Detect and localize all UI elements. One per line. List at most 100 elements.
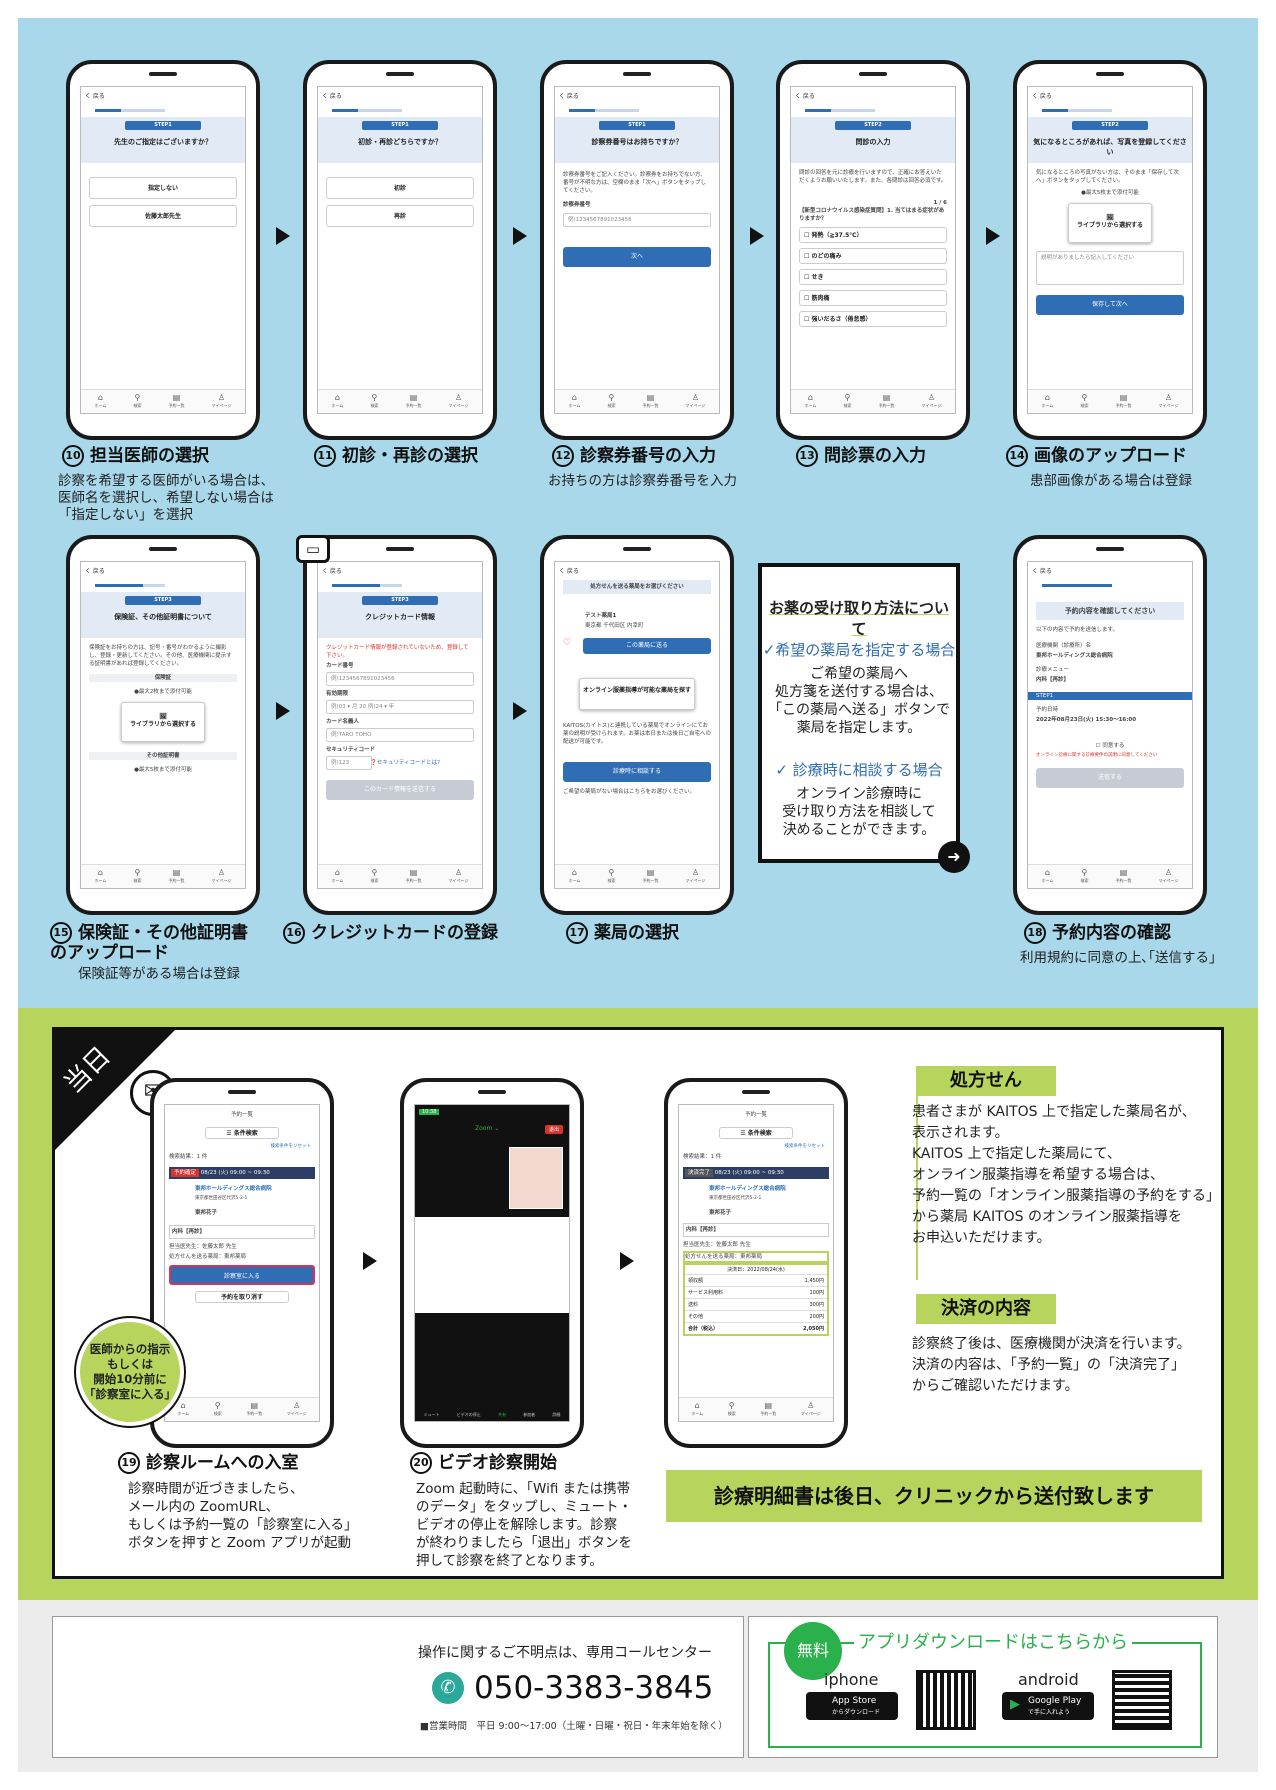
back-link[interactable]: く 戻る xyxy=(85,93,105,100)
cvc-help-link[interactable]: ❓セキュリティコードとは? xyxy=(370,760,440,766)
back-link[interactable]: く 戻る xyxy=(322,93,342,100)
description-textarea[interactable]: 説明がありましたら記入してください xyxy=(1036,251,1184,285)
nav-item-1[interactable]: ⚲検索 xyxy=(133,393,141,410)
send-card-button[interactable]: このカード情報を送信する xyxy=(326,780,474,800)
nav-item-1[interactable]: ⚲検索 xyxy=(607,868,615,885)
back-link[interactable]: く 戻る xyxy=(1032,568,1052,575)
leave-button[interactable]: 退出 xyxy=(544,1125,563,1134)
cardholder-input[interactable]: 例)TARO TOHO xyxy=(326,728,474,742)
checkbox-option[interactable]: ☐ のどの痛み xyxy=(799,248,947,264)
agree-checkbox[interactable]: ☐ 同意する xyxy=(1095,743,1125,749)
nav-item-0[interactable]: ⌂ホーム xyxy=(95,868,107,885)
nav-item-0[interactable]: ⌂ホーム xyxy=(332,393,344,410)
nav-item-1[interactable]: ⚲検索 xyxy=(370,868,378,885)
nav-item-3[interactable]: ♙マイページ xyxy=(686,393,706,410)
nav-item-2[interactable]: ▤予約一覧 xyxy=(169,393,185,410)
option-return-visit[interactable]: 再診 xyxy=(326,205,474,227)
online-pharmacy-search-button[interactable]: オンライン服薬指導が可能な薬局を探す xyxy=(579,678,695,710)
nav-item-2[interactable]: ▤予約一覧 xyxy=(643,868,659,885)
nav-item-2[interactable]: ▤予約一覧 xyxy=(406,393,422,410)
share-button[interactable]: 共有 xyxy=(497,1412,506,1417)
nav-item-2[interactable]: ▤予約一覧 xyxy=(760,1401,776,1418)
nav-item-0[interactable]: ⌂ホーム xyxy=(569,393,581,410)
video-stop-button[interactable]: ビデオの停止 xyxy=(456,1412,481,1417)
nav-item-1[interactable]: ⚲検索 xyxy=(370,393,378,410)
nav-item-1[interactable]: ⚲検索 xyxy=(133,868,141,885)
back-link[interactable]: く 戻る xyxy=(85,568,105,575)
nav-item-2[interactable]: ▤予約一覧 xyxy=(1116,393,1132,410)
filter-button[interactable]: ☰ 条件検索 xyxy=(719,1127,793,1139)
cvc-input[interactable]: 例)123 xyxy=(326,756,372,770)
submit-button[interactable]: 送信する xyxy=(1036,768,1184,788)
reset-link[interactable]: 検索条件をリセット xyxy=(784,1144,826,1149)
nav-item-3[interactable]: ♙マイページ xyxy=(212,393,232,410)
library-select-button[interactable]: 🖼ライブラリから選択する xyxy=(1068,203,1152,243)
nav-item-1[interactable]: ⚲検索 xyxy=(1080,393,1088,410)
nav-item-1[interactable]: ⚲検索 xyxy=(214,1401,222,1418)
save-next-button[interactable]: 保存して次へ xyxy=(1036,295,1184,315)
qr-code-android[interactable] xyxy=(1112,1670,1172,1730)
nav-item-0[interactable]: ⌂ホーム xyxy=(1042,868,1054,885)
nav-item-3[interactable]: ♙マイページ xyxy=(287,1401,307,1418)
nav-item-3[interactable]: ♙マイページ xyxy=(1159,393,1179,410)
enter-room-button[interactable]: 診察室に入る xyxy=(169,1265,315,1285)
back-link[interactable]: く 戻る xyxy=(322,568,342,575)
checkbox-option[interactable]: ☐ 強いだるさ（倦怠感） xyxy=(799,311,947,327)
nav-item-3[interactable]: ♙マイページ xyxy=(449,868,469,885)
nav-item-3[interactable]: ♙マイページ xyxy=(686,868,706,885)
cancel-reservation-button[interactable]: 予約を取り消す xyxy=(195,1291,289,1303)
back-link[interactable]: く 戻る xyxy=(559,568,579,575)
nav-item-0[interactable]: ⌂ホーム xyxy=(177,1401,189,1418)
send-to-pharmacy-button[interactable]: この薬局に送る xyxy=(583,638,711,654)
nav-item-2[interactable]: ▤予約一覧 xyxy=(406,868,422,885)
nav-item-0[interactable]: ⌂ホーム xyxy=(691,1401,703,1418)
reset-link[interactable]: 検索条件をリセット xyxy=(270,1144,312,1149)
footnote: ご希望の薬局がない場合はこちらをお選びください。 xyxy=(563,789,696,795)
arrow-right-icon: ➜ xyxy=(938,841,970,873)
option-no-preference[interactable]: 指定しない xyxy=(89,177,237,199)
more-button[interactable]: 詳細 xyxy=(552,1412,561,1417)
back-link[interactable]: く 戻る xyxy=(795,93,815,100)
nav-item-0[interactable]: ⌂ホーム xyxy=(1042,393,1054,410)
nav-item-3[interactable]: ♙マイページ xyxy=(449,393,469,410)
checkbox-option[interactable]: ☐ 発熱（≧37.5℃） xyxy=(799,227,947,243)
nav-item-1[interactable]: ⚲検索 xyxy=(843,393,851,410)
card-number-input[interactable]: 例)1234567891023456 xyxy=(326,672,474,686)
nav-item-2[interactable]: ▤予約一覧 xyxy=(169,868,185,885)
nav-item-3[interactable]: ♙マイページ xyxy=(1159,868,1179,885)
back-link[interactable]: く 戻る xyxy=(1032,93,1052,100)
nav-item-0[interactable]: ⌂ホーム xyxy=(95,393,107,410)
consult-button[interactable]: 診療時に相談する xyxy=(563,762,711,782)
nav-item-2[interactable]: ▤予約一覧 xyxy=(643,393,659,410)
mute-button[interactable]: ミュート xyxy=(423,1412,440,1417)
option-first-visit[interactable]: 初診 xyxy=(326,177,474,199)
back-link[interactable]: く 戻る xyxy=(559,93,579,100)
checkbox-option[interactable]: ☐ 筋肉痛 xyxy=(799,290,947,306)
phone-number[interactable]: 050-3383-3845 xyxy=(474,1670,714,1706)
qr-code-ios[interactable] xyxy=(916,1670,976,1730)
option-doctor[interactable]: 佐藤太郎先生 xyxy=(89,205,237,227)
nav-item-0[interactable]: ⌂ホーム xyxy=(805,393,817,410)
arrow-icon xyxy=(620,1252,634,1270)
heart-icon[interactable]: ♡ xyxy=(563,638,572,648)
nav-item-0[interactable]: ⌂ホーム xyxy=(332,868,344,885)
expiry-select[interactable]: 例)03 ▾ 月 20 例)24 ▾ 年 xyxy=(326,700,474,714)
participants-button[interactable]: 参加者 xyxy=(523,1412,536,1417)
nav-item-3[interactable]: ♙マイページ xyxy=(801,1401,821,1418)
nav-item-3[interactable]: ♙マイページ xyxy=(212,868,232,885)
nav-item-0[interactable]: ⌂ホーム xyxy=(569,868,581,885)
filter-button[interactable]: ☰ 条件検索 xyxy=(205,1127,279,1139)
nav-item-1[interactable]: ⚲検索 xyxy=(728,1401,736,1418)
card-number-input[interactable]: 例)1234567891023456 xyxy=(563,213,711,227)
nav-item-1[interactable]: ⚲検索 xyxy=(1080,868,1088,885)
nav-item-3[interactable]: ♙マイページ xyxy=(922,393,942,410)
nav-item-2[interactable]: ▤予約一覧 xyxy=(1116,868,1132,885)
library-select-button[interactable]: 🖼ライブラリから選択する xyxy=(121,702,205,742)
nav-item-2[interactable]: ▤予約一覧 xyxy=(879,393,895,410)
next-button[interactable]: 次へ xyxy=(563,247,711,267)
nav-item-1[interactable]: ⚲検索 xyxy=(607,393,615,410)
checkbox-option[interactable]: ☐ せき xyxy=(799,269,947,285)
nav-item-2[interactable]: ▤予約一覧 xyxy=(246,1401,262,1418)
